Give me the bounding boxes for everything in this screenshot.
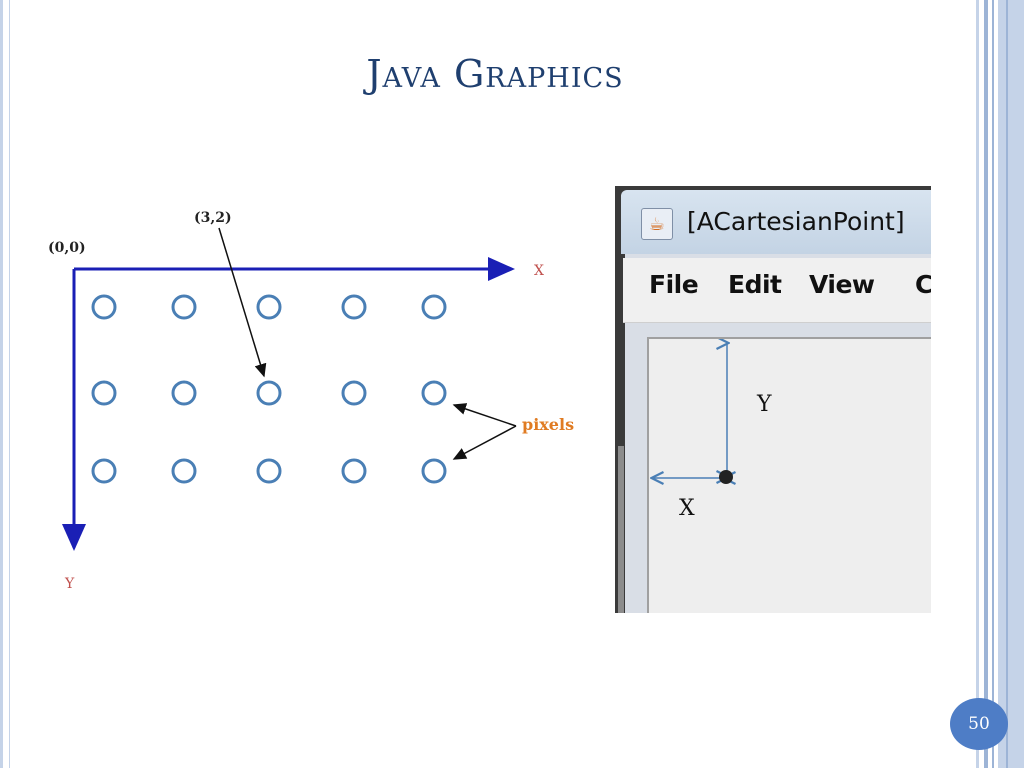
pixel-circle [91, 458, 117, 484]
y-axis-label: Y [64, 576, 75, 592]
menu-item-edit[interactable]: Edit [728, 270, 782, 299]
origin-label: (0,0) [48, 240, 86, 256]
cartesian-point-dot [719, 470, 733, 484]
menu-item-file[interactable]: File [649, 270, 699, 299]
pixel-circle [256, 380, 282, 406]
java-cup-icon: ☕ [641, 208, 673, 240]
pixel-circles [91, 294, 447, 484]
pixel-circle [91, 294, 117, 320]
pixels-pointer-arrow-lower [452, 425, 517, 460]
pixel-circle [421, 294, 447, 320]
slide-title: Java Graphics [366, 52, 624, 96]
drawing-canvas: Y X [647, 337, 931, 613]
window-titlebar: ☕ [ACartesianPoint] [621, 190, 931, 254]
pixel-circle [91, 380, 117, 406]
pixel-circle [256, 458, 282, 484]
pixel-circle [421, 458, 447, 484]
pixel-circle [171, 294, 197, 320]
pixel-circle [256, 294, 282, 320]
pixel-grid-diagram: (0,0) X Y (3,2) pixels [48, 210, 574, 592]
menu-item-view[interactable]: View [809, 270, 875, 299]
pixels-pointer-arrow-upper [452, 403, 517, 427]
pixel-circle [341, 458, 367, 484]
right-border-decoration [976, 0, 1024, 768]
point-label: (3,2) [194, 210, 232, 226]
window-x-label: X [679, 496, 695, 521]
java-window-screenshot: ☕ [ACartesianPoint] File Edit View C Y X [615, 186, 931, 613]
cartesian-point-drawing: Y X [649, 339, 772, 521]
pixel-circle [421, 380, 447, 406]
menu-bar: File Edit View C [623, 258, 931, 323]
point-pointer-arrow [218, 227, 267, 378]
window-title: [ACartesianPoint] [687, 207, 905, 236]
window-y-label: Y [756, 392, 772, 417]
pixels-label: pixels [522, 415, 574, 434]
pixel-circle [341, 380, 367, 406]
pixel-circle [171, 380, 197, 406]
left-border-decoration [0, 0, 10, 768]
page-number-badge: 50 [950, 698, 1008, 750]
menu-item-c[interactable]: C [915, 270, 931, 299]
window-left-strip [618, 446, 624, 613]
pixel-circle [341, 294, 367, 320]
x-axis-label: X [534, 263, 544, 279]
pixel-circle [171, 458, 197, 484]
